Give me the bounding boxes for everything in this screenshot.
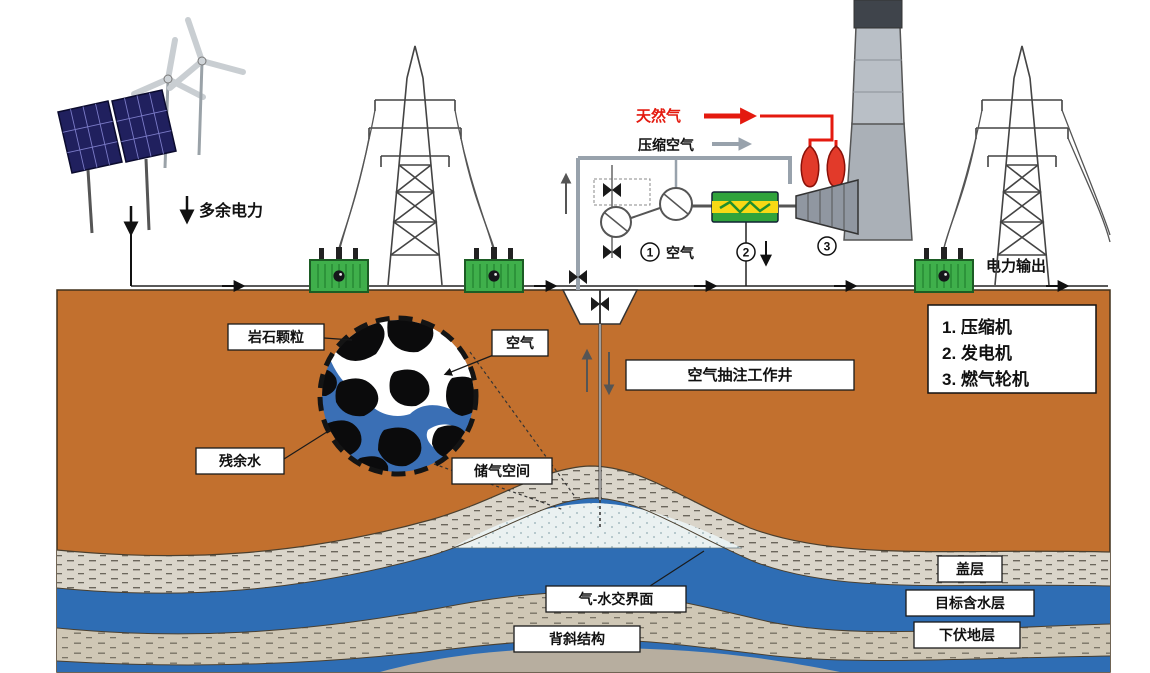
air-storage-lens xyxy=(452,503,742,548)
label-natural-gas: 天然气 xyxy=(636,107,681,125)
label-box-underlying-strata xyxy=(913,621,1021,649)
power-plant: 天然气 压缩空气 1 空气 xyxy=(560,0,913,290)
label-box-target-aquifer xyxy=(905,589,1035,617)
label-box-injection-well xyxy=(625,359,855,391)
legend-item-generator: 2. 发电机 xyxy=(942,343,1012,363)
porous-rock-inset: 岩石颗粒 空气 残余水 储气空间 xyxy=(195,315,577,511)
transformer-left xyxy=(309,246,369,293)
label-box-caprock xyxy=(937,555,1003,583)
solar-panels xyxy=(57,89,177,234)
compressed-air-pipe xyxy=(578,156,792,184)
combustors xyxy=(800,145,846,188)
wind-turbine-blades-2 xyxy=(167,17,246,91)
inset-content xyxy=(322,320,474,472)
label-residual-water: 残余水 xyxy=(219,453,262,469)
label-gas-storage: 储气空间 xyxy=(473,463,530,479)
label-box-rock-particles xyxy=(227,323,325,351)
renewables: 多余电力 xyxy=(57,17,263,286)
generator-zigzag-icon xyxy=(719,200,771,214)
power-cables xyxy=(338,109,1111,249)
label-box-gas-water-interface xyxy=(545,585,687,613)
legend: 1. 压缩机 2. 发电机 3. 燃气轮机 xyxy=(927,304,1097,394)
label-caprock: 盖层 xyxy=(956,561,984,577)
natural-gas-pipe xyxy=(760,114,838,147)
inset-dashed-border xyxy=(317,315,479,477)
bottom-gray-pocket xyxy=(380,648,840,672)
transmission-tower-left xyxy=(368,45,462,286)
solar-pole-2 xyxy=(144,158,151,231)
label-box-gas-storage xyxy=(451,457,553,485)
label-gas-water-interface: 气-水交界面 xyxy=(578,591,654,607)
caprock-top-boundary xyxy=(56,465,1111,557)
legend-item-turbine: 3. 燃气轮机 xyxy=(942,369,1029,389)
label-underlying-strata: 下伏地层 xyxy=(939,627,995,643)
chimney xyxy=(843,0,913,241)
interface-leader xyxy=(649,550,705,587)
marker-3: 3 xyxy=(824,240,831,254)
label-rock-particles: 岩石颗粒 xyxy=(247,329,304,345)
geology-labels: 盖层 目标含水层 下伏地层 气-水交界面 背斜结构 xyxy=(513,550,1035,653)
solar-pole-1 xyxy=(86,169,94,234)
label-air-intake: 空气 xyxy=(666,245,694,261)
residual-water-leader xyxy=(283,429,331,460)
legend-box xyxy=(927,304,1097,394)
compressor xyxy=(593,165,693,259)
label-injection-well: 空气抽注工作井 xyxy=(687,366,792,384)
label-anticline: 背斜结构 xyxy=(549,631,605,647)
chimney-cap xyxy=(853,0,903,29)
label-power-output: 电力输出 xyxy=(986,257,1046,275)
label-target-aquifer: 目标含水层 xyxy=(935,595,1005,611)
legend-item-compressor: 1. 压缩机 xyxy=(942,317,1012,337)
label-box-inset-air xyxy=(491,329,549,357)
transformer-middle xyxy=(464,246,524,293)
label-compressed-air: 压缩空气 xyxy=(638,137,694,153)
solar-grid-left xyxy=(62,103,118,171)
wind-hub-1 xyxy=(163,74,173,84)
transformer-right xyxy=(914,246,974,293)
aquifer-top-boundary xyxy=(56,497,1111,594)
label-inset-air: 空气 xyxy=(506,335,534,351)
generator xyxy=(711,191,779,286)
inset-air-arrow xyxy=(443,353,497,376)
solar-grid-right xyxy=(116,92,172,160)
zoom-cone-line-upper xyxy=(469,351,577,499)
label-surplus-power: 多余电力 xyxy=(199,201,263,220)
transmission-system xyxy=(309,45,1111,293)
marker-circle-1 xyxy=(640,242,660,262)
rock-particles-leader xyxy=(323,337,353,341)
transmission-tower-right xyxy=(975,45,1069,286)
injection-well: 空气抽注工作井 xyxy=(561,289,855,528)
label-box-residual-water xyxy=(195,447,285,475)
marker-1: 1 xyxy=(647,246,654,260)
gas-turbine xyxy=(795,179,859,235)
zoom-cone-line-lower xyxy=(433,463,565,511)
label-box-anticline xyxy=(513,625,641,653)
marker-2: 2 xyxy=(743,246,750,260)
marker-circle-3 xyxy=(817,236,837,256)
marker-circle-2 xyxy=(736,242,756,262)
wind-hub-2 xyxy=(197,56,207,66)
